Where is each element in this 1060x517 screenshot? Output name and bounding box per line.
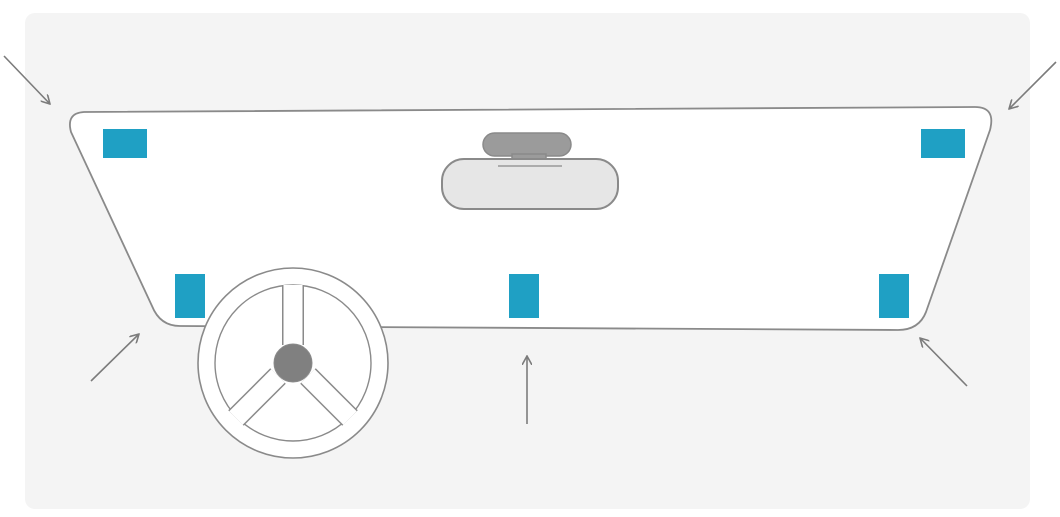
steering-spoke-right (301, 369, 357, 425)
sticker-bottom-right (879, 274, 909, 318)
steering-wheel-hub (273, 343, 313, 383)
sticker-bottom-left (175, 274, 205, 318)
arrow-bottom-right (920, 338, 968, 387)
rearview-mirror (441, 132, 619, 210)
sticker-top-right (921, 129, 965, 158)
arrow-top-left (3, 55, 50, 104)
mirror-mount (482, 132, 572, 157)
arrow-top-right (1009, 61, 1057, 109)
arrow-group (3, 55, 1057, 424)
arrow-bottom-left (90, 334, 139, 382)
sticker-bottom-center (509, 274, 539, 318)
sticker-group (103, 129, 965, 318)
mirror-body (441, 158, 619, 210)
sticker-top-left (103, 129, 147, 158)
steering-spoke-left (229, 369, 285, 425)
steering-wheel (197, 267, 389, 459)
